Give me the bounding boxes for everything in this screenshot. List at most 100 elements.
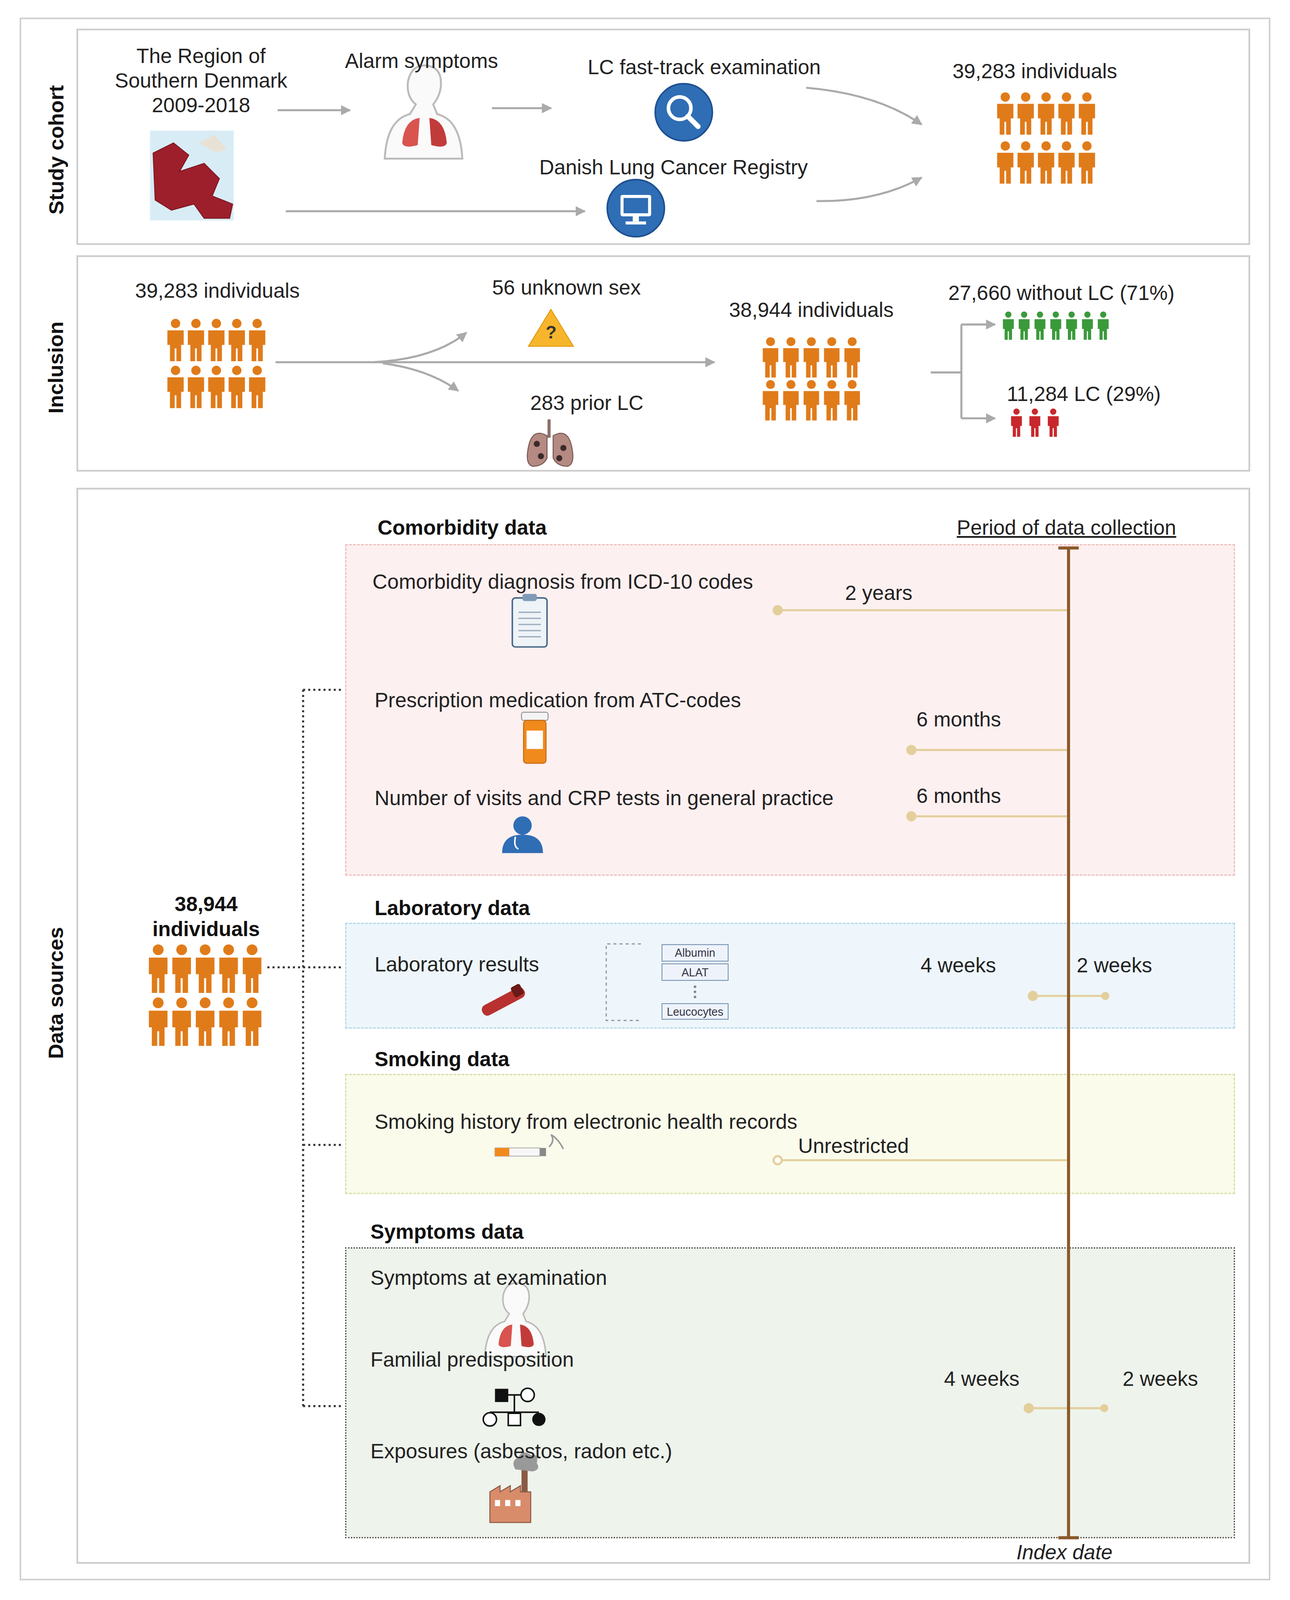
lung-left xyxy=(498,1324,513,1348)
period-dot xyxy=(1024,1403,1033,1413)
person-body xyxy=(803,348,820,378)
monitor-inner xyxy=(623,198,649,214)
body-text: 6 months xyxy=(916,783,1001,809)
person-icon xyxy=(187,365,204,409)
person-body xyxy=(228,377,245,409)
person-icon xyxy=(195,944,215,993)
body-text: LC fast-track examination xyxy=(587,54,822,80)
person-icon xyxy=(219,944,239,993)
person-body xyxy=(783,348,799,378)
doctor-body xyxy=(501,834,543,853)
person-icon xyxy=(195,997,215,1046)
person-head xyxy=(1013,408,1020,415)
person-icon xyxy=(844,379,860,421)
patient-icon xyxy=(484,1282,547,1357)
clipboard-clip xyxy=(522,593,537,601)
tumour-dot xyxy=(560,444,567,452)
person-head xyxy=(1000,141,1010,151)
person-body xyxy=(219,1010,239,1046)
person-body xyxy=(172,957,192,993)
person-icon xyxy=(823,337,840,378)
person-head xyxy=(170,318,181,329)
body-text: Index date xyxy=(1016,1539,1113,1565)
region-map xyxy=(152,143,233,219)
period-line xyxy=(911,815,1069,818)
lab-item-box: ALAT xyxy=(661,963,730,981)
data-panel: Laboratory dataLaboratory results4 weeks… xyxy=(345,922,1236,1029)
factory-window xyxy=(494,1499,500,1506)
lungs-icon xyxy=(527,419,574,467)
clipboard-line xyxy=(518,629,541,632)
person-head xyxy=(847,379,857,389)
tumour-dot xyxy=(556,455,563,462)
lab-item-box: Albumin xyxy=(661,944,730,962)
period-dot xyxy=(1101,991,1110,1000)
body-text: ALAT xyxy=(681,965,709,979)
person-head xyxy=(191,365,201,376)
person-head xyxy=(1020,141,1031,151)
person-body xyxy=(1097,319,1109,340)
pedigree-child xyxy=(483,1412,497,1426)
panel-label: Study cohort xyxy=(43,85,69,215)
person-head xyxy=(766,337,776,346)
flow-arrow xyxy=(806,87,922,125)
body-text: 4 weeks xyxy=(944,1366,1020,1392)
person-body xyxy=(803,391,820,421)
tube-cap xyxy=(510,982,525,998)
person-head xyxy=(1005,311,1012,318)
period-line xyxy=(911,748,1069,751)
person-head xyxy=(1100,311,1107,318)
person-body xyxy=(997,152,1014,184)
cigarette-filter xyxy=(494,1147,510,1156)
person-icon xyxy=(1003,311,1014,340)
person-head xyxy=(786,337,796,346)
person-head xyxy=(199,944,211,955)
person-body xyxy=(844,391,860,421)
pill-bottle xyxy=(523,720,546,764)
person-body xyxy=(1082,319,1093,340)
period-dot xyxy=(1100,1403,1109,1413)
timeline-cap xyxy=(1058,546,1080,550)
factory-window xyxy=(515,1499,521,1506)
person-head xyxy=(176,997,187,1008)
panel: Inclusion39,283 individuals56 unknown se… xyxy=(76,255,1251,472)
chimney xyxy=(521,1469,528,1492)
doctor-head xyxy=(513,816,532,835)
person-head xyxy=(223,944,234,955)
person-icon xyxy=(1082,311,1093,340)
person-head xyxy=(252,365,262,376)
person-body xyxy=(1017,103,1034,135)
smoke-cloud xyxy=(513,1452,539,1472)
person-body xyxy=(167,330,184,362)
person-body xyxy=(1011,416,1022,437)
person-head xyxy=(1041,141,1051,151)
flow-arrow xyxy=(285,210,585,213)
person-head xyxy=(1037,311,1044,318)
patient-outline xyxy=(484,1282,547,1357)
person-head xyxy=(1084,311,1091,318)
person-icon xyxy=(1047,408,1059,437)
body-text: Albumin xyxy=(674,945,716,960)
registry-circle xyxy=(607,179,665,237)
panel-label: Data sources xyxy=(43,927,69,1059)
pedigree-child xyxy=(532,1412,546,1426)
person-head xyxy=(231,365,242,376)
body-text: 2 weeks xyxy=(1076,952,1153,978)
person-body xyxy=(997,103,1014,135)
person-icon xyxy=(1058,92,1075,135)
lab-item-box: Leucocytes xyxy=(661,1003,730,1020)
person-body xyxy=(195,1010,215,1046)
cigarette-ash xyxy=(539,1147,547,1156)
clipboard-line xyxy=(518,636,541,638)
period-dot xyxy=(907,746,916,755)
person-icon xyxy=(148,997,168,1046)
person-body xyxy=(208,377,225,409)
person-head xyxy=(223,997,234,1008)
person-icon xyxy=(783,337,799,378)
person-head xyxy=(1061,92,1071,102)
pedigree-line xyxy=(489,1394,540,1413)
timeline-cap xyxy=(1058,1535,1080,1539)
person-body xyxy=(242,957,262,993)
monitor-screen xyxy=(620,194,651,217)
person-head xyxy=(1061,141,1071,151)
